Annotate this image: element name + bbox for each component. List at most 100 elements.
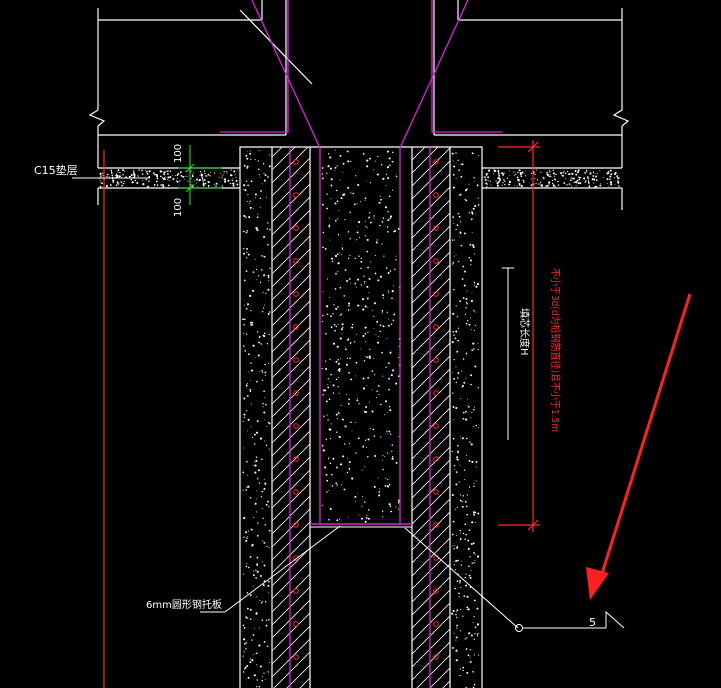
stirrup-section-dot bbox=[293, 192, 299, 198]
concrete-speckle bbox=[246, 395, 249, 397]
concrete-speckle bbox=[242, 573, 244, 575]
concrete-speckle bbox=[366, 165, 369, 168]
concrete-speckle bbox=[246, 157, 249, 160]
concrete-speckle bbox=[259, 281, 262, 283]
concrete-speckle bbox=[246, 665, 249, 667]
concrete-speckle bbox=[599, 170, 601, 171]
concrete-speckle bbox=[474, 633, 476, 635]
concrete-speckle bbox=[250, 528, 253, 531]
concrete-speckle bbox=[119, 175, 122, 177]
concrete-speckle bbox=[614, 171, 617, 174]
concrete-speckle bbox=[169, 170, 172, 173]
concrete-speckle bbox=[386, 338, 388, 340]
concrete-speckle bbox=[357, 278, 359, 281]
concrete-speckle bbox=[459, 668, 461, 670]
dimension-cushion-thickness bbox=[178, 145, 222, 205]
stirrup-section-dot bbox=[433, 192, 439, 198]
concrete-speckle bbox=[379, 488, 381, 490]
concrete-speckle bbox=[552, 172, 555, 175]
concrete-speckle bbox=[572, 177, 575, 180]
concrete-speckle bbox=[588, 185, 591, 188]
concrete-speckle bbox=[251, 436, 254, 439]
concrete-speckle bbox=[474, 204, 477, 208]
concrete-speckle bbox=[603, 176, 604, 178]
concrete-speckle bbox=[138, 169, 140, 171]
concrete-speckle bbox=[365, 226, 366, 228]
concrete-speckle bbox=[471, 521, 474, 524]
concrete-speckle bbox=[362, 445, 365, 448]
concrete-speckle bbox=[329, 507, 332, 511]
concrete-speckle bbox=[214, 183, 216, 185]
concrete-speckle bbox=[346, 279, 349, 283]
concrete-speckle bbox=[456, 507, 458, 509]
concrete-speckle bbox=[332, 457, 335, 460]
concrete-speckle bbox=[378, 335, 380, 337]
concrete-speckle bbox=[243, 447, 245, 449]
concrete-speckle bbox=[259, 437, 263, 440]
concrete-speckle bbox=[473, 177, 475, 179]
concrete-speckle bbox=[333, 323, 336, 326]
concrete-speckle bbox=[327, 378, 329, 380]
concrete-speckle bbox=[497, 180, 500, 183]
concrete-speckle bbox=[328, 398, 331, 401]
concrete-speckle bbox=[378, 393, 380, 395]
concrete-speckle bbox=[371, 370, 374, 372]
concrete-speckle bbox=[128, 175, 131, 178]
concrete-speckle bbox=[530, 184, 533, 186]
concrete-speckle bbox=[518, 179, 520, 181]
concrete-speckle bbox=[469, 649, 472, 651]
concrete-speckle bbox=[263, 179, 266, 182]
concrete-speckle bbox=[176, 181, 179, 183]
concrete-speckle bbox=[389, 270, 392, 272]
concrete-speckle bbox=[369, 428, 371, 430]
concrete-speckle bbox=[380, 164, 383, 166]
concrete-speckle bbox=[223, 178, 226, 181]
concrete-speckle bbox=[358, 236, 361, 238]
concrete-speckle bbox=[257, 469, 260, 472]
concrete-speckle bbox=[387, 290, 390, 292]
concrete-speckle bbox=[339, 179, 341, 181]
concrete-speckle bbox=[99, 185, 102, 188]
concrete-speckle bbox=[254, 357, 256, 359]
concrete-speckle bbox=[347, 160, 350, 163]
concrete-speckle bbox=[465, 410, 467, 413]
concrete-speckle bbox=[456, 458, 459, 461]
concrete-speckle bbox=[350, 192, 352, 194]
concrete-speckle bbox=[394, 230, 397, 232]
concrete-speckle bbox=[513, 171, 515, 173]
concrete-speckle bbox=[455, 228, 457, 231]
concrete-speckle bbox=[593, 182, 595, 184]
concrete-speckle bbox=[548, 181, 551, 184]
concrete-speckle bbox=[164, 176, 166, 179]
concrete-speckle bbox=[587, 177, 589, 179]
concrete-speckle bbox=[343, 295, 346, 297]
concrete-speckle bbox=[473, 683, 476, 686]
concrete-speckle bbox=[246, 537, 248, 539]
concrete-speckle bbox=[518, 169, 521, 172]
concrete-speckle bbox=[494, 169, 497, 173]
infill-length-label: 填芯长度H bbox=[518, 308, 531, 356]
concrete-speckle bbox=[452, 545, 454, 547]
concrete-speckle bbox=[356, 397, 358, 399]
concrete-speckle bbox=[616, 177, 618, 179]
concrete-speckle bbox=[584, 172, 587, 174]
concrete-speckle bbox=[231, 178, 233, 180]
concrete-speckle bbox=[596, 185, 598, 188]
concrete-speckle bbox=[398, 501, 400, 504]
concrete-speckle bbox=[473, 599, 476, 602]
concrete-speckle bbox=[249, 321, 252, 324]
concrete-speckle bbox=[156, 184, 159, 186]
concrete-speckle bbox=[474, 483, 476, 484]
concrete-speckle bbox=[473, 281, 476, 284]
concrete-speckle bbox=[101, 172, 104, 174]
concrete-speckle bbox=[378, 494, 381, 497]
concrete-speckle bbox=[477, 555, 480, 558]
concrete-speckle bbox=[466, 290, 468, 292]
concrete-speckle bbox=[247, 371, 249, 373]
concrete-speckle bbox=[595, 175, 597, 178]
concrete-speckle bbox=[252, 271, 255, 273]
concrete-speckle bbox=[247, 194, 249, 196]
concrete-speckle bbox=[321, 320, 324, 323]
concrete-speckle bbox=[546, 171, 549, 174]
